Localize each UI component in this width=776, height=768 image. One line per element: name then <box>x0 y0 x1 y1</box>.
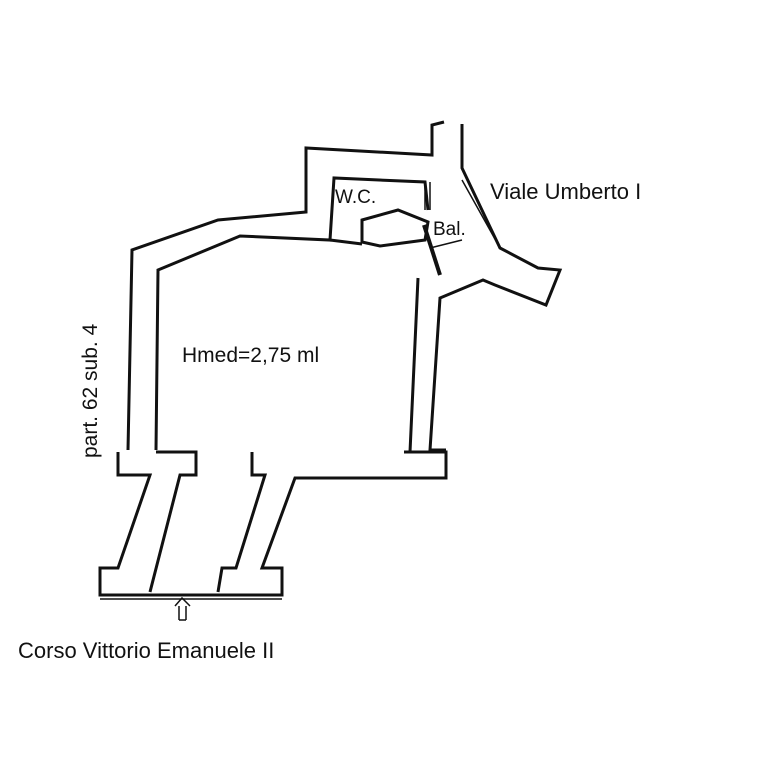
neighbour-label: part. 62 sub. 4 <box>79 323 102 458</box>
balcony-label: Bal. <box>433 219 466 240</box>
arrow-up-icon <box>174 596 191 621</box>
street-top-label: Viale Umberto I <box>490 179 642 204</box>
outer-wall <box>126 120 445 451</box>
stair-inner-wall <box>148 450 268 593</box>
inner-wall <box>154 176 430 451</box>
street-bottom-label: Corso Vittorio Emanuele II <box>18 638 275 663</box>
east-inner-wall <box>404 277 420 454</box>
balcony-line <box>429 179 501 249</box>
wc-bottom-wall <box>329 238 363 246</box>
wc-label: W.C. <box>335 187 377 208</box>
wc-window <box>424 182 431 210</box>
room-height-label: Hmed=2,75 ml <box>182 344 320 367</box>
stair-outer-wall <box>98 450 448 597</box>
wc-partition <box>360 208 430 248</box>
balcony-railing <box>422 224 442 276</box>
east-outer-wall <box>428 124 563 452</box>
